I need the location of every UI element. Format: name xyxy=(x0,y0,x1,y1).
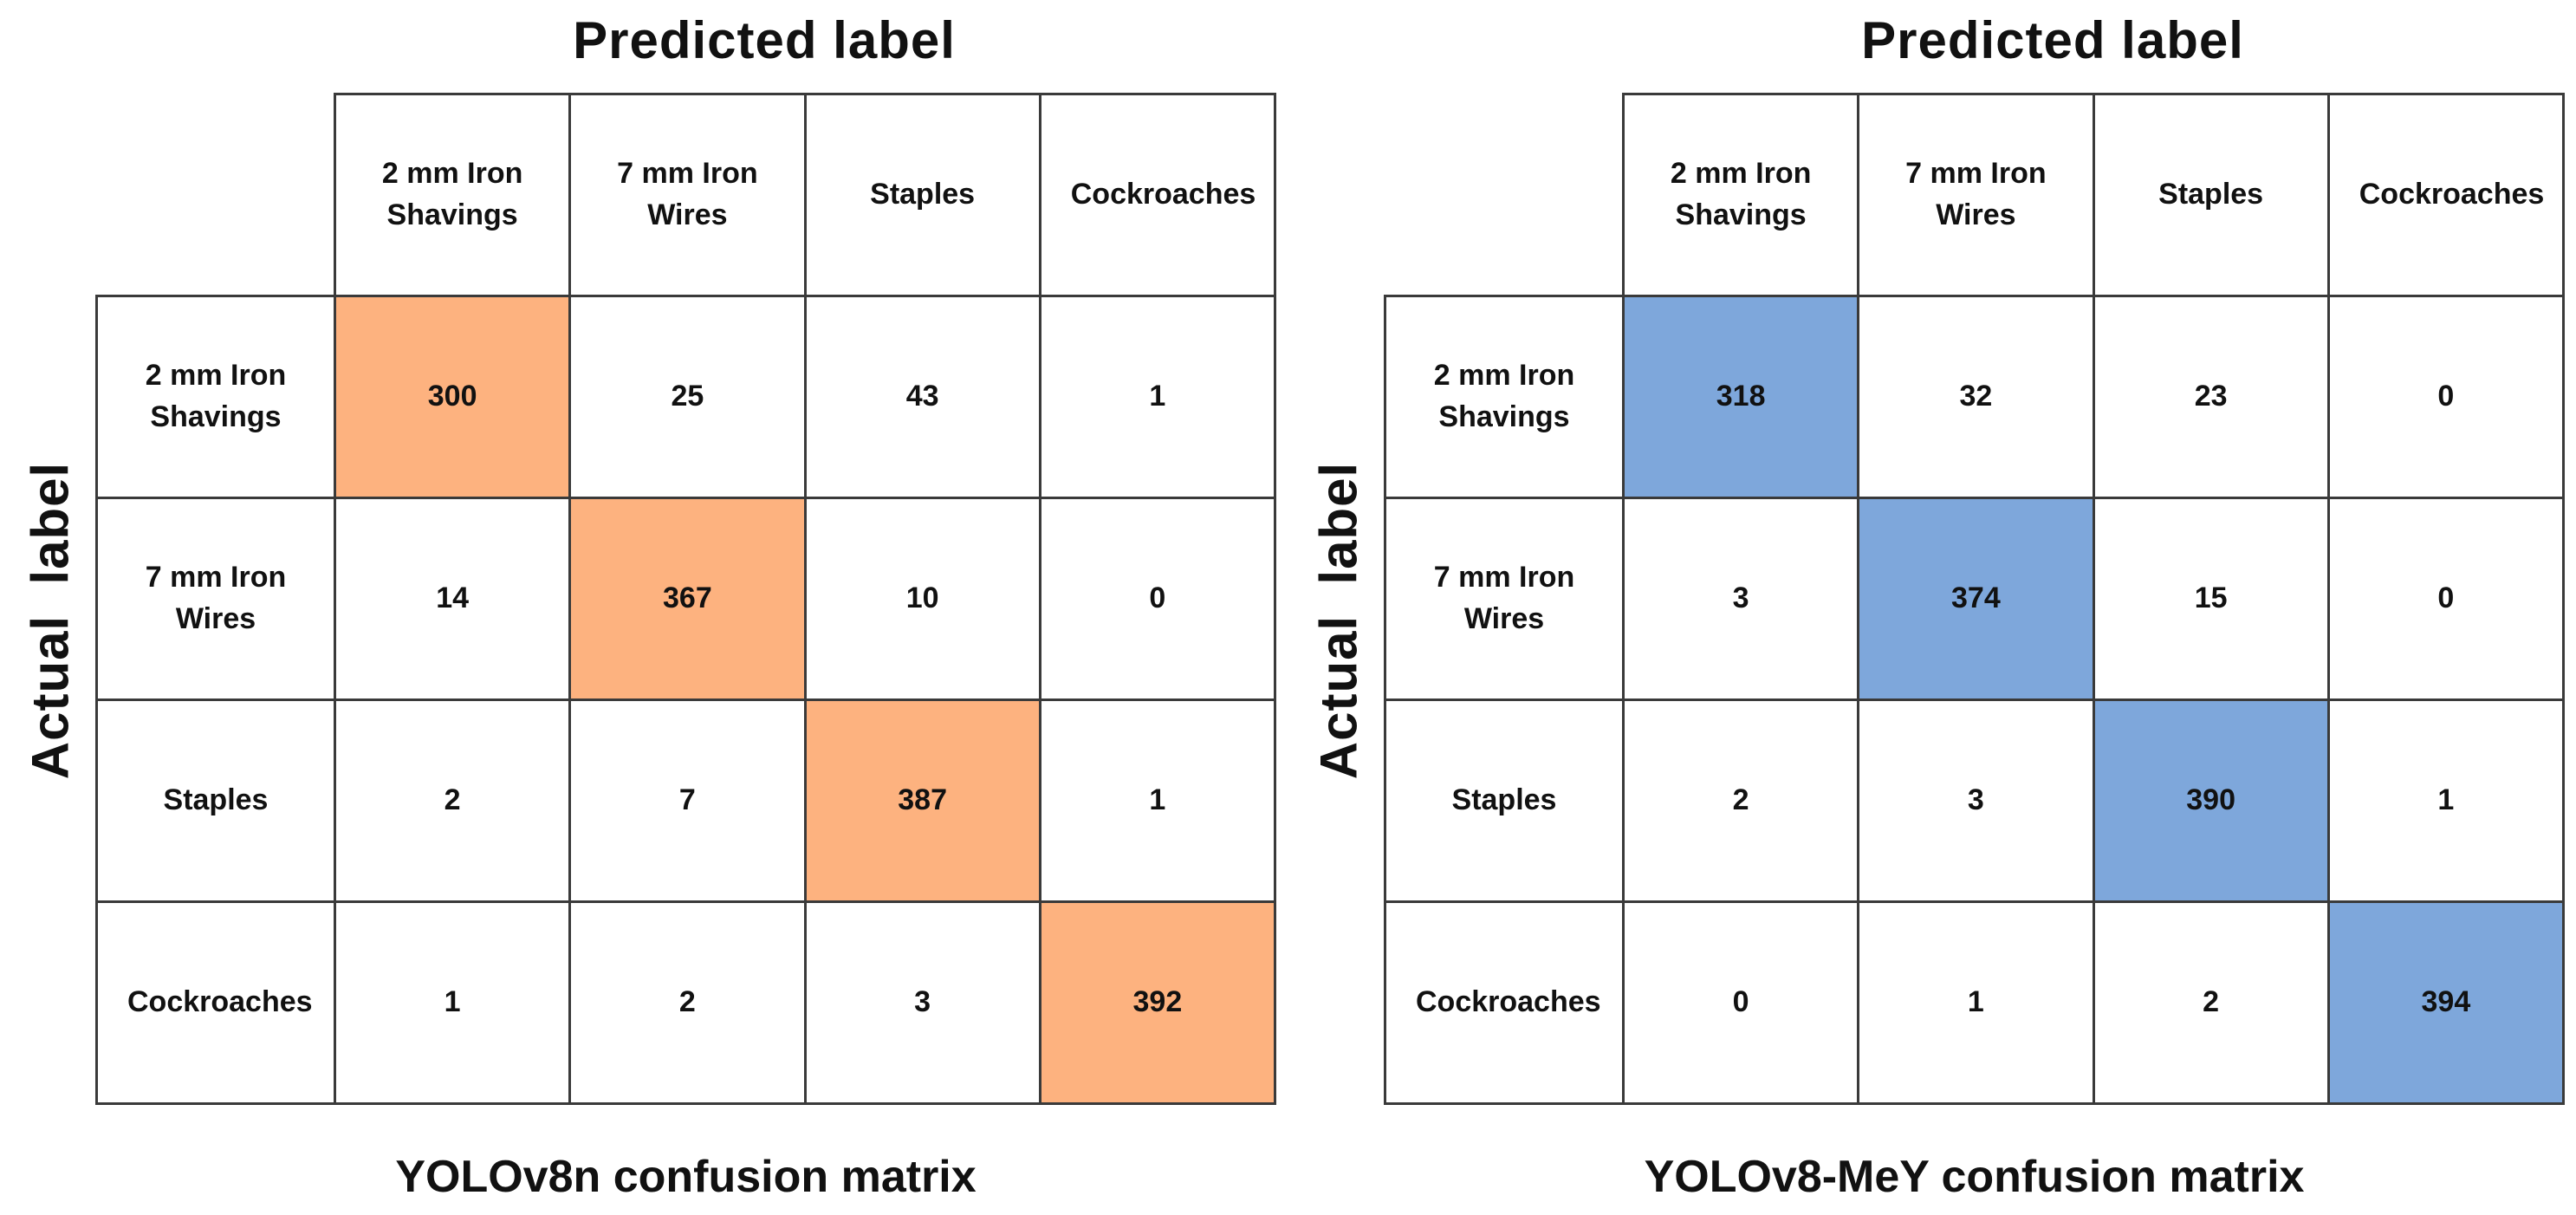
confusion-matrix-table: 2 mm Iron Shavings 7 mm Iron Wires Stapl… xyxy=(95,93,1277,1105)
matrix-cell: 1 xyxy=(1038,698,1277,903)
row-header: 2 mm Iron Shavings xyxy=(1384,295,1625,499)
col-header: 7 mm Iron Wires xyxy=(568,93,807,297)
x-axis-title: Predicted label xyxy=(573,11,956,69)
col-header: 7 mm Iron Wires xyxy=(1857,93,2095,297)
col-header: Staples xyxy=(2092,93,2330,297)
matrix-cell: 2 xyxy=(2092,900,2330,1105)
matrix-cell: 15 xyxy=(2092,497,2330,701)
matrix-cell: 25 xyxy=(568,295,807,499)
matrix-cell: 0 xyxy=(2326,295,2566,499)
y-axis-label: Actual label xyxy=(1309,461,1368,780)
diagonal-cell: 394 xyxy=(2326,900,2566,1105)
matrix-cell: 0 xyxy=(1038,497,1277,701)
matrix-cell: 2 xyxy=(333,698,572,903)
row-header: Cockroaches xyxy=(95,900,336,1105)
matrix-cell: 2 xyxy=(568,900,807,1105)
matrix-cell: 10 xyxy=(803,497,1041,701)
diagonal-cell: 374 xyxy=(1857,497,2095,701)
matrix-cell: 1 xyxy=(2326,698,2566,903)
confusion-matrix-panel-yolov8-mey: Predicted label Actual label 2 mm Iron S… xyxy=(1288,0,2576,1215)
matrix-cell: 7 xyxy=(568,698,807,903)
diagonal-cell: 392 xyxy=(1038,900,1277,1105)
diagonal-cell: 318 xyxy=(1621,295,1860,499)
row-header: 7 mm Iron Wires xyxy=(1384,497,1625,701)
matrix-cell: 1 xyxy=(1857,900,2095,1105)
matrix-row: 7 mm Iron Wires 3 374 15 0 xyxy=(1384,497,2566,701)
matrix-row: Cockroaches 1 2 3 392 xyxy=(95,900,1277,1105)
matrix-cell: 3 xyxy=(1857,698,2095,903)
row-header: Cockroaches xyxy=(1384,900,1625,1105)
matrix-cell: 2 xyxy=(1621,698,1860,903)
col-header: 2 mm Iron Shavings xyxy=(1621,93,1860,297)
matrix-cell: 0 xyxy=(2326,497,2566,701)
panel-caption: YOLOv8-MeY confusion matrix xyxy=(1644,1152,2305,1202)
matrix-row: Staples 2 7 387 1 xyxy=(95,698,1277,903)
matrix-cell: 32 xyxy=(1857,295,2095,499)
diagonal-cell: 387 xyxy=(803,698,1041,903)
matrix-row: 2 mm Iron Shavings 318 32 23 0 xyxy=(1384,295,2566,499)
row-header: 2 mm Iron Shavings xyxy=(95,295,336,499)
matrix-cell: 1 xyxy=(333,900,572,1105)
confusion-matrix-table: 2 mm Iron Shavings 7 mm Iron Wires Stapl… xyxy=(1384,93,2566,1105)
matrix-cell: 14 xyxy=(333,497,572,701)
row-header: Staples xyxy=(1384,698,1625,903)
header-row: 2 mm Iron Shavings 7 mm Iron Wires Stapl… xyxy=(1385,93,2566,297)
matrix-row: Cockroaches 0 1 2 394 xyxy=(1384,900,2566,1105)
diagonal-cell: 390 xyxy=(2092,698,2330,903)
confusion-matrix-panel-yolov8n: Predicted label Actual label 2 mm Iron S… xyxy=(21,11,1277,1202)
panel-caption: YOLOv8n confusion matrix xyxy=(395,1152,977,1202)
matrix-row: 7 mm Iron Wires 14 367 10 0 xyxy=(95,497,1277,701)
col-header: Cockroaches xyxy=(1038,93,1277,297)
diagonal-cell: 367 xyxy=(568,497,807,701)
corner-blank xyxy=(97,94,335,296)
matrix-cell: 1 xyxy=(1038,295,1277,499)
matrix-cell: 3 xyxy=(1621,497,1860,701)
y-axis-label: Actual label xyxy=(21,461,80,780)
col-header: 2 mm Iron Shavings xyxy=(333,93,572,297)
row-header: Staples xyxy=(95,698,336,903)
matrix-cell: 0 xyxy=(1621,900,1860,1105)
matrix-cell: 43 xyxy=(803,295,1041,499)
matrix-row: Staples 2 3 390 1 xyxy=(1384,698,2566,903)
matrix-row: 2 mm Iron Shavings 300 25 43 1 xyxy=(95,295,1277,499)
x-axis-title: Predicted label xyxy=(1861,11,2244,69)
matrix-cell: 3 xyxy=(803,900,1041,1105)
corner-blank xyxy=(1385,94,1624,296)
col-header: Staples xyxy=(803,93,1041,297)
matrix-cell: 23 xyxy=(2092,295,2330,499)
col-header: Cockroaches xyxy=(2326,93,2566,297)
diagonal-cell: 300 xyxy=(333,295,572,499)
row-header: 7 mm Iron Wires xyxy=(95,497,336,701)
header-row: 2 mm Iron Shavings 7 mm Iron Wires Stapl… xyxy=(97,93,1277,297)
